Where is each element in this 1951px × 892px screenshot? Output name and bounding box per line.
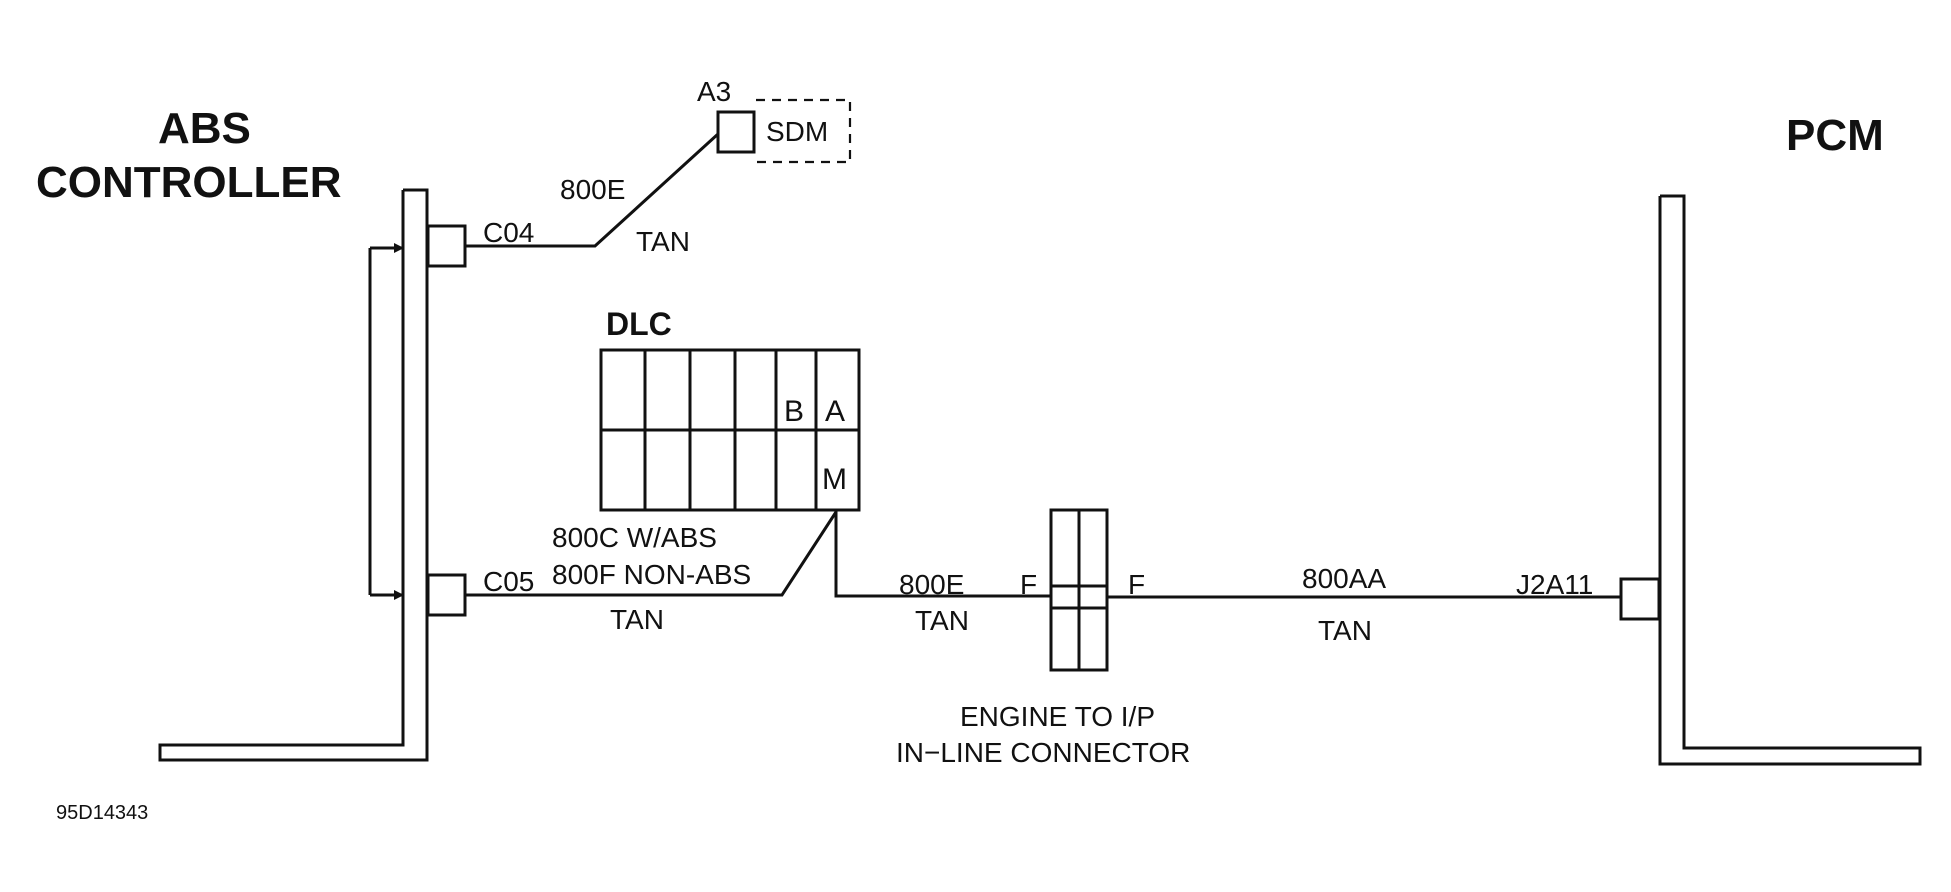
- wire-800e-top-label: 800E: [560, 174, 625, 205]
- inline-pin-f-left: F: [1020, 569, 1037, 600]
- wire-tan-right-label: TAN: [1318, 615, 1372, 646]
- inline-connector-label-line1: ENGINE TO I/P: [960, 701, 1155, 732]
- inline-connector-label-line2: IN−LINE CONNECTOR: [896, 737, 1190, 768]
- c05-label: C05: [483, 566, 534, 597]
- wire-800e-top: [465, 132, 720, 248]
- j2a11-label: J2A11: [1516, 569, 1593, 600]
- dlc-label: DLC: [606, 306, 672, 342]
- c04-pin: [426, 224, 467, 268]
- a3-label: A3: [697, 76, 731, 107]
- pcm-label: PCM: [1786, 111, 1884, 160]
- wire-800c-800f: [465, 511, 838, 597]
- internal-link-arrows: [368, 243, 404, 600]
- wire-tan-mid-label: TAN: [915, 605, 969, 636]
- dlc-pin-a: A: [825, 395, 845, 428]
- abs-controller-module: [158, 188, 467, 762]
- wire-tan-top-label: TAN: [636, 226, 690, 257]
- wire-800f-label: 800F NON-ABS: [552, 559, 751, 590]
- wire-800e-mid-label: 800E: [899, 569, 964, 600]
- c05-pin: [426, 573, 467, 617]
- dlc-connector: [599, 348, 861, 512]
- wire-800c-label: 800C W/ABS: [552, 522, 717, 553]
- inline-pin-f-right: F: [1128, 569, 1145, 600]
- sdm-label: SDM: [766, 116, 828, 147]
- inline-connector: [1049, 508, 1109, 672]
- diagram-id-code: 95D14343: [56, 802, 148, 824]
- abs-label-line2: CONTROLLER: [36, 158, 342, 207]
- dlc-pin-b: B: [784, 395, 804, 428]
- dlc-pin-m: M: [822, 463, 847, 496]
- pcm-module: [1619, 194, 1922, 766]
- sdm-module: [716, 98, 852, 164]
- wire-800aa-label: 800AA: [1302, 563, 1386, 594]
- a3-pin: [716, 110, 756, 154]
- wire-tan-c05-label: TAN: [610, 604, 664, 635]
- j2a11-pin: [1619, 577, 1661, 621]
- abs-label-line1: ABS: [158, 104, 251, 153]
- wire-800e-mid: [834, 510, 1051, 598]
- c04-label: C04: [483, 217, 534, 248]
